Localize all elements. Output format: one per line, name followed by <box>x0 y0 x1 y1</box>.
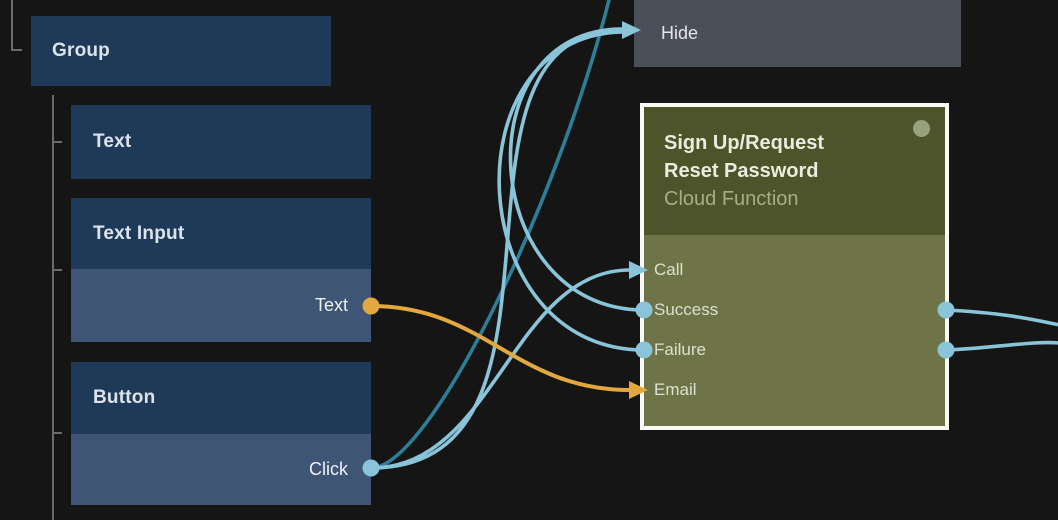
node-group-title: Group <box>52 40 110 61</box>
node-group[interactable]: Group <box>31 16 331 86</box>
node-cloud-function[interactable]: Sign Up/Request Reset Password Cloud Fun… <box>640 103 949 430</box>
port-label-success[interactable]: Success <box>654 300 719 319</box>
status-dot-icon <box>913 120 930 137</box>
cloud-function-title-line2: Reset Password <box>664 160 819 182</box>
port-label-text: Text <box>314 295 348 315</box>
tree-trunk-vertical <box>52 95 54 520</box>
port-row-click-output[interactable]: Click <box>71 434 371 505</box>
tree-elbow-horizontal <box>11 49 22 51</box>
cloud-function-title-line1: Sign Up/Request <box>664 132 825 154</box>
node-text-title: Text <box>93 131 132 152</box>
tree-tick-text <box>52 141 62 143</box>
node-text-input[interactable]: Text Input Text <box>71 198 371 342</box>
tree-elbow-vertical <box>11 0 13 50</box>
tree-tick-button <box>52 432 62 434</box>
cloud-function-header: Sign Up/Request Reset Password Cloud Fun… <box>644 107 945 235</box>
node-hide[interactable]: Hide <box>634 0 961 67</box>
port-label-call[interactable]: Call <box>654 260 684 279</box>
node-button[interactable]: Button Click <box>71 362 371 505</box>
port-label-email[interactable]: Email <box>654 380 697 399</box>
node-button-title: Button <box>71 362 371 434</box>
port-row-text-output[interactable]: Text <box>71 269 371 342</box>
node-hide-title: Hide <box>661 23 699 43</box>
port-label-click: Click <box>309 459 348 479</box>
cloud-function-subtitle: Cloud Function <box>664 188 799 210</box>
tree-tick-text-input <box>52 269 62 271</box>
port-label-failure[interactable]: Failure <box>654 340 706 359</box>
node-text[interactable]: Text <box>71 105 371 179</box>
node-text-input-title: Text Input <box>71 198 371 269</box>
